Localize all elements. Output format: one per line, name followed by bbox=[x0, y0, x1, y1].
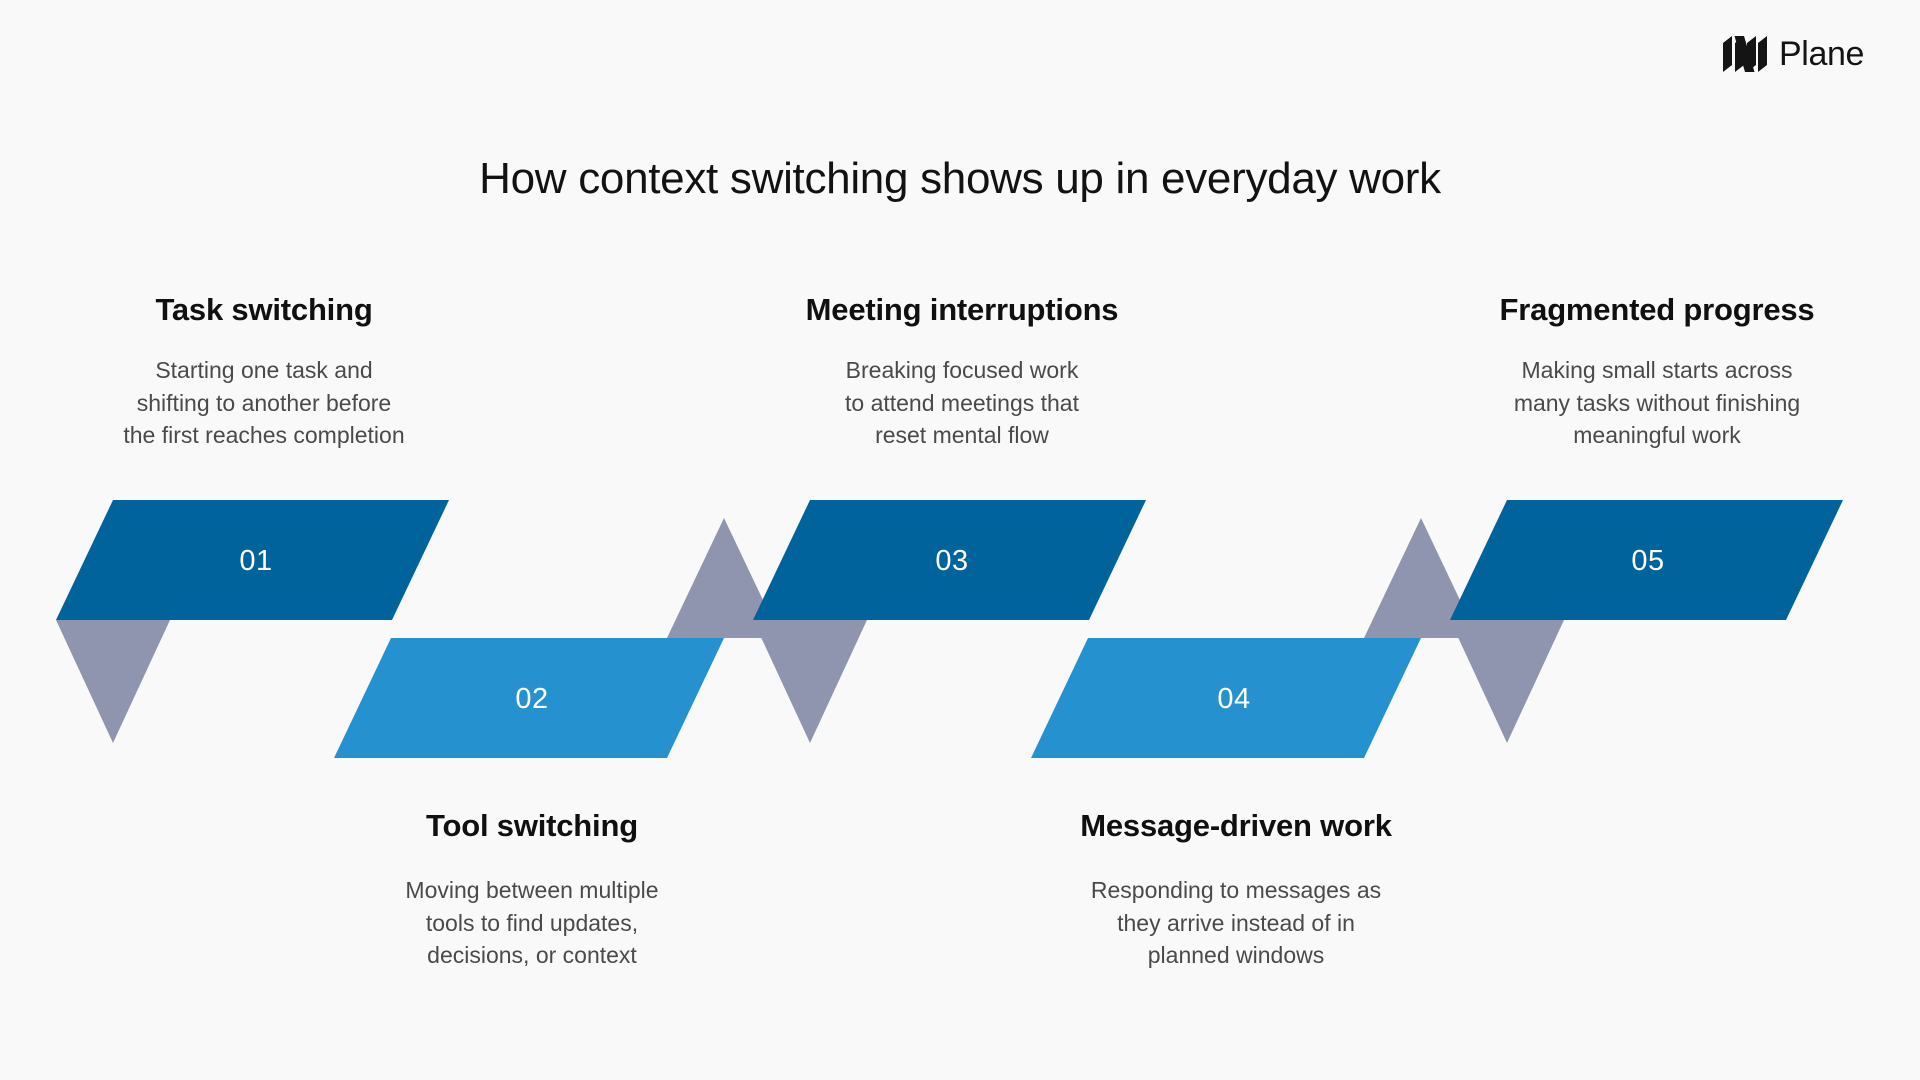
step-number-02: 02 bbox=[515, 683, 549, 715]
step-label-04: Message-driven work Responding to messag… bbox=[1036, 808, 1436, 972]
step-number-03: 03 bbox=[935, 545, 969, 577]
step-description-02: Moving between multiple tools to find up… bbox=[405, 876, 659, 969]
plane-logo-mark-icon bbox=[1723, 36, 1768, 72]
accent-triangle-down-3 bbox=[753, 620, 867, 743]
brand-name: Plane bbox=[1779, 35, 1864, 73]
accent-triangle-down-5 bbox=[1450, 620, 1564, 743]
step-title-05: Fragmented progress bbox=[1499, 292, 1815, 327]
step-title-03: Meeting interruptions bbox=[805, 292, 1119, 327]
step-description-01: Starting one task and shifting to anothe… bbox=[123, 356, 405, 449]
step-description-05: Making small starts across many tasks wi… bbox=[1513, 356, 1801, 449]
step-label-05: Fragmented progress Making small starts … bbox=[1457, 292, 1857, 452]
accent-triangle-down-1 bbox=[56, 620, 170, 743]
accent-triangle-up-4 bbox=[1364, 518, 1478, 638]
step-label-02: Tool switching Moving between multiple t… bbox=[332, 808, 732, 972]
step-title-02: Tool switching bbox=[426, 808, 638, 843]
step-description-04: Responding to messages as they arrive in… bbox=[1090, 876, 1382, 969]
step-label-01: Task switching Starting one task and shi… bbox=[64, 292, 464, 452]
step-description-03: Breaking focused work to attend meetings… bbox=[845, 356, 1079, 449]
page-title: How context switching shows up in everyd… bbox=[479, 154, 1441, 204]
step-label-03: Meeting interruptions Breaking focused w… bbox=[762, 292, 1162, 452]
step-number-01: 01 bbox=[239, 545, 273, 577]
step-title-01: Task switching bbox=[155, 292, 373, 327]
step-number-05: 05 bbox=[1631, 545, 1665, 577]
step-title-04: Message-driven work bbox=[1080, 808, 1392, 843]
brand-logo: Plane bbox=[1723, 36, 1864, 72]
step-number-04: 04 bbox=[1217, 683, 1251, 715]
accent-triangle-up-2 bbox=[667, 518, 781, 638]
